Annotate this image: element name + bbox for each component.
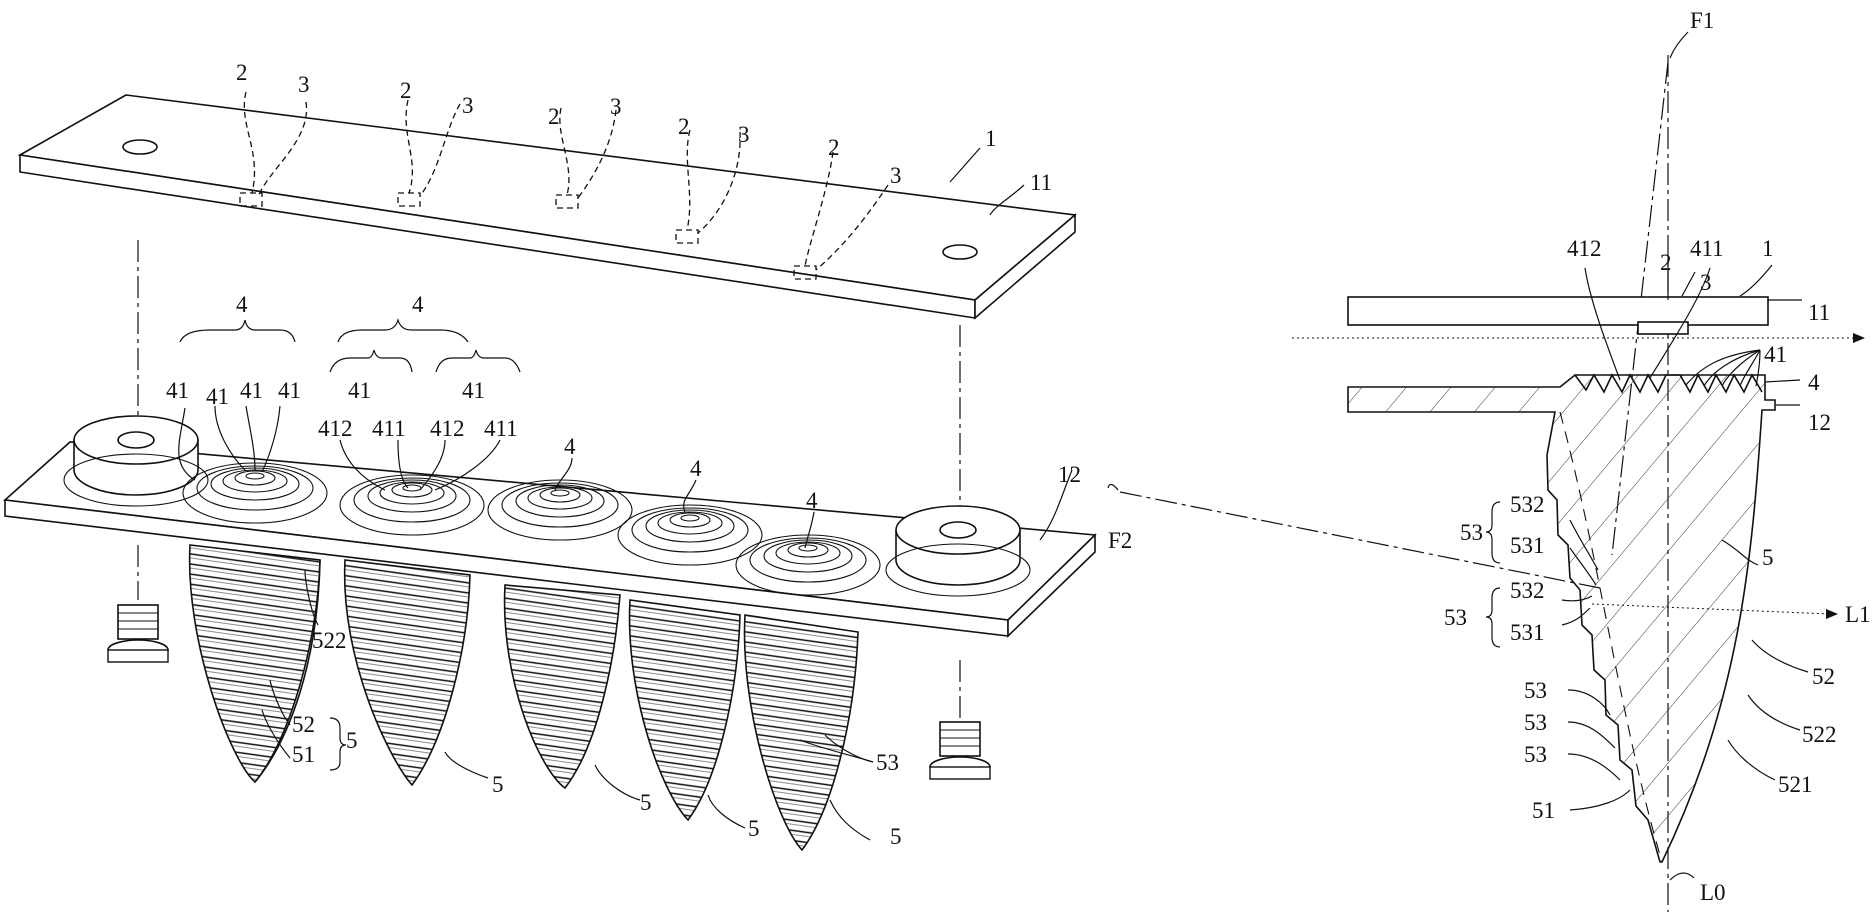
label-F1: F1 bbox=[1690, 8, 1714, 33]
label-51: 51 bbox=[292, 742, 315, 767]
label-3-section: 3 bbox=[1700, 270, 1712, 295]
label-52-section: 52 bbox=[1812, 664, 1835, 689]
label-2e: 2 bbox=[828, 135, 840, 160]
label-5c: 5 bbox=[748, 816, 760, 841]
label-2a: 2 bbox=[236, 60, 248, 85]
label-41c: 41 bbox=[240, 378, 263, 403]
label-531a: 531 bbox=[1510, 533, 1545, 558]
brace-53a bbox=[1486, 502, 1500, 563]
label-F2: F2 bbox=[1108, 528, 1132, 553]
label-53e: 53 bbox=[1524, 742, 1547, 767]
label-11: 11 bbox=[1030, 170, 1052, 195]
label-5-section: 5 bbox=[1762, 545, 1774, 570]
section-top-plate-11 bbox=[1348, 297, 1768, 325]
exploded-view: 2 3 2 3 2 3 2 3 2 3 1 11 4 4 41 41 41 41… bbox=[5, 60, 1600, 850]
label-412b: 412 bbox=[430, 416, 465, 441]
label-5b: 5 bbox=[640, 790, 652, 815]
label-L1: L1 bbox=[1845, 602, 1871, 627]
label-41-section: 41 bbox=[1764, 342, 1787, 367]
section-view: F1 412 411 1 2 3 11 41 4 12 532 53 531 5… bbox=[1292, 8, 1871, 912]
label-411a: 411 bbox=[372, 416, 406, 441]
label-522: 522 bbox=[312, 628, 347, 653]
label-5-brace: 5 bbox=[346, 728, 358, 753]
label-412a: 412 bbox=[318, 416, 353, 441]
label-41e: 41 bbox=[348, 378, 371, 403]
label-53: 53 bbox=[876, 750, 899, 775]
label-3c: 3 bbox=[610, 94, 622, 119]
label-2d: 2 bbox=[678, 114, 690, 139]
label-12-section: 12 bbox=[1808, 410, 1831, 435]
label-5a: 5 bbox=[492, 772, 504, 797]
label-5d: 5 bbox=[890, 824, 902, 849]
label-41d: 41 bbox=[278, 378, 301, 403]
label-3e: 3 bbox=[890, 163, 902, 188]
label-3b: 3 bbox=[462, 93, 474, 118]
label-1-section: 1 bbox=[1762, 236, 1774, 261]
label-41b: 41 bbox=[206, 384, 229, 409]
label-4a: 4 bbox=[236, 292, 248, 317]
label-2-section: 2 bbox=[1660, 250, 1672, 275]
brace-53b bbox=[1486, 588, 1500, 647]
label-11-section: 11 bbox=[1808, 300, 1830, 325]
label-4b: 4 bbox=[412, 292, 424, 317]
label-1: 1 bbox=[985, 126, 997, 151]
label-53a: 53 bbox=[1460, 520, 1483, 545]
label-532a: 532 bbox=[1510, 492, 1545, 517]
label-521-section: 521 bbox=[1778, 772, 1813, 797]
section-body bbox=[1348, 375, 1775, 862]
label-41a: 41 bbox=[166, 378, 189, 403]
L1-arrow bbox=[1826, 609, 1838, 619]
label-L0: L0 bbox=[1700, 880, 1726, 905]
label-41f: 41 bbox=[462, 378, 485, 403]
label-3a: 3 bbox=[298, 72, 310, 97]
label-2c: 2 bbox=[548, 104, 560, 129]
label-12: 12 bbox=[1058, 462, 1081, 487]
label-51-section: 51 bbox=[1532, 798, 1555, 823]
label-411: 411 bbox=[1690, 236, 1724, 261]
label-522-section: 522 bbox=[1802, 722, 1837, 747]
label-3d: 3 bbox=[738, 122, 750, 147]
label-4e: 4 bbox=[806, 488, 818, 513]
label-4-section: 4 bbox=[1808, 370, 1820, 395]
label-52: 52 bbox=[292, 712, 315, 737]
label-532b: 532 bbox=[1510, 578, 1545, 603]
label-531b: 531 bbox=[1510, 620, 1545, 645]
label-412: 412 bbox=[1567, 236, 1602, 261]
label-411b: 411 bbox=[484, 416, 518, 441]
label-4c: 4 bbox=[564, 434, 576, 459]
label-2b: 2 bbox=[400, 78, 412, 103]
label-53b: 53 bbox=[1444, 605, 1467, 630]
label-4d: 4 bbox=[690, 456, 702, 481]
ray-arrow bbox=[1853, 333, 1865, 343]
label-53d: 53 bbox=[1524, 710, 1547, 735]
label-53c: 53 bbox=[1524, 678, 1547, 703]
braces bbox=[180, 320, 520, 372]
